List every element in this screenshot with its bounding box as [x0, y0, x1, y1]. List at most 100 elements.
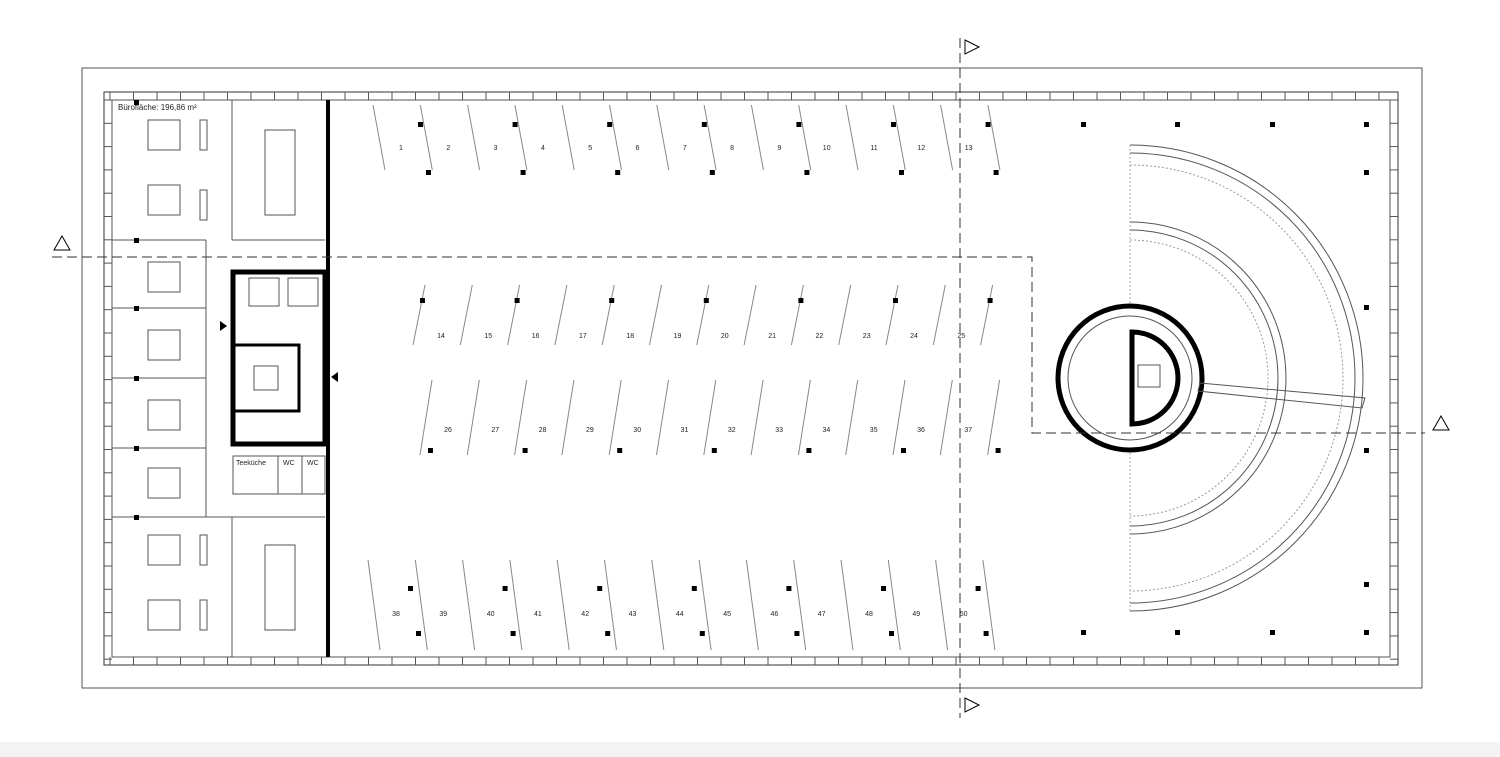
column — [418, 122, 423, 127]
parking-stall-line — [656, 379, 669, 456]
column — [1175, 122, 1180, 127]
column — [605, 631, 611, 636]
wc-label: WC — [283, 460, 295, 467]
column — [522, 448, 528, 453]
parking-space-number: 30 — [633, 427, 641, 434]
column — [502, 586, 508, 591]
parking-space-number: 25 — [957, 333, 965, 340]
column — [1364, 170, 1369, 175]
parking-stall-line — [790, 284, 804, 346]
column — [607, 122, 613, 127]
wc-label: WC — [307, 460, 319, 467]
parking-space-number: 49 — [912, 611, 920, 618]
parking-stall-line — [656, 104, 670, 171]
stairwell — [231, 343, 301, 413]
parking-space-number: 19 — [674, 333, 682, 340]
parking-stall-line — [935, 559, 949, 651]
meeting-table — [264, 544, 296, 631]
parking-space-number: 23 — [863, 333, 871, 340]
desk — [147, 261, 181, 293]
parking-space-number: 3 — [494, 145, 498, 152]
column — [891, 122, 896, 127]
parking-space-number: 9 — [777, 145, 781, 152]
parking-stall-line — [651, 559, 665, 651]
parking-stall-line — [750, 379, 764, 456]
parking-space-number: 6 — [636, 145, 640, 152]
column — [983, 631, 989, 636]
parking-space-number: 16 — [532, 333, 540, 340]
column — [699, 631, 705, 636]
parking-stall-line — [750, 104, 764, 171]
column — [510, 631, 516, 636]
parking-stall-line — [601, 284, 615, 346]
parking-space-number: 28 — [539, 427, 547, 434]
column — [899, 170, 904, 175]
parking-stall-line — [507, 284, 521, 346]
column — [617, 448, 623, 453]
parking-stall-line — [419, 104, 433, 171]
column — [987, 298, 993, 303]
column — [134, 306, 139, 311]
parking-stall-line — [703, 104, 717, 171]
parking-space-number: 29 — [586, 427, 594, 434]
parking-stall-line — [462, 559, 476, 651]
column — [1081, 630, 1086, 635]
parking-stall-line — [932, 284, 946, 346]
cabinet — [199, 119, 208, 151]
entrance-arrow-icon — [331, 372, 338, 382]
parking-space-number: 46 — [771, 611, 779, 618]
parking-space-number: 11 — [870, 145, 877, 152]
kitchen-label: Teeküche — [236, 460, 266, 467]
column — [134, 238, 139, 243]
parking-space-number: 42 — [581, 611, 589, 618]
parking-space-number: 35 — [870, 427, 878, 434]
parking-stall-line — [743, 284, 757, 346]
parking-stall-line — [838, 284, 852, 346]
parking-space-number: 31 — [681, 427, 689, 434]
office-furniture — [147, 119, 296, 631]
office-area-label: Bürofläche: 196,86 m² — [118, 103, 197, 112]
parking-space-number: 43 — [629, 611, 637, 618]
office-partitions — [112, 100, 325, 657]
parking-space-number: 15 — [484, 333, 492, 340]
parking-stall-line — [372, 104, 386, 171]
desk — [147, 329, 181, 361]
parking-stall-line — [554, 284, 568, 346]
parking-stall-line — [797, 379, 811, 456]
parking-space-number: 7 — [683, 145, 687, 152]
stair-core — [220, 269, 338, 495]
column — [995, 448, 1001, 453]
parking-stall-line — [940, 104, 954, 171]
parking-space-number: 50 — [960, 611, 968, 618]
parking-space-number: 13 — [965, 145, 973, 152]
parking-stall-line — [703, 379, 717, 456]
parking-stall-line — [367, 559, 381, 651]
parking-stall-line — [793, 559, 807, 651]
column — [701, 122, 707, 127]
parking-stall-line — [412, 284, 426, 346]
parking-stall-line — [939, 379, 953, 456]
parking-space-number: 37 — [964, 427, 972, 434]
parking-stall-line — [745, 559, 759, 651]
meeting-table — [264, 129, 296, 216]
parking-stall-line — [798, 104, 812, 171]
outer-wall — [103, 91, 1399, 666]
column — [975, 586, 981, 591]
column — [901, 448, 906, 453]
parking-space-number: 33 — [775, 427, 783, 434]
parking-space-number: 26 — [444, 427, 452, 434]
parking-stall-line — [467, 104, 481, 171]
column — [597, 586, 603, 591]
parking-space-number: 27 — [491, 427, 499, 434]
parking-space-number: 4 — [541, 145, 545, 152]
parking-stall-line — [604, 559, 617, 651]
column — [428, 448, 433, 453]
parking-stall-line — [608, 379, 622, 456]
column — [1364, 582, 1369, 587]
parking-stall-line — [609, 104, 622, 171]
parking-space-number: 39 — [439, 611, 447, 618]
parking-space-number: 48 — [865, 611, 873, 618]
parking-stall-line — [419, 379, 433, 456]
